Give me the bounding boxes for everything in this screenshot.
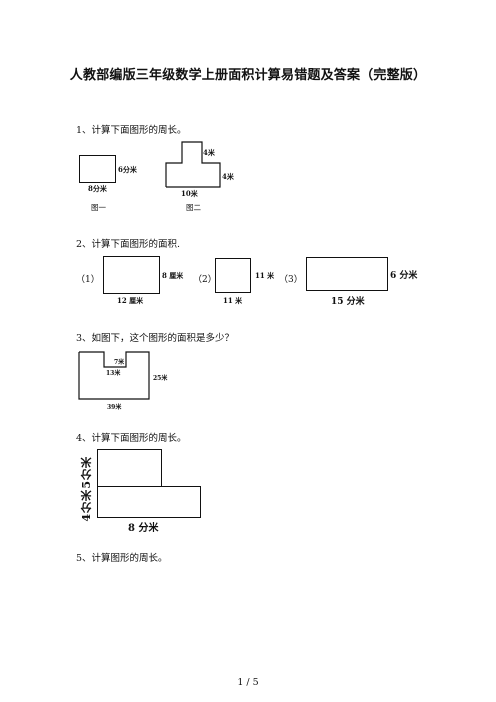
q4-upper-rectangle — [97, 449, 162, 487]
q3-notch-height: 7米 — [114, 359, 125, 366]
page-number: 1 / 5 — [237, 677, 259, 688]
q4-lower-side: 4分米 — [80, 489, 93, 522]
q2-figure-2-index: （2） — [193, 275, 217, 285]
q3-height: 25米 — [153, 375, 168, 382]
q3-width: 39米 — [107, 404, 122, 411]
question-2-text: 2、计算下面图形的面积. — [76, 239, 181, 250]
q1-figure-2-caption: 图二 — [186, 203, 201, 212]
q1-figure-1-rectangle — [79, 155, 116, 183]
q1-figure-2-top: 4米 — [203, 148, 215, 157]
q2-figure-2-side: 11 米 — [255, 271, 275, 280]
q1-figure-1-caption: 图一 — [91, 203, 106, 212]
q4-bottom-side: 8 分米 — [128, 523, 159, 534]
q2-figure-1-index: （1） — [76, 275, 100, 285]
page-title: 人教部编版三年级数学上册面积计算易错题及答案（完整版） — [69, 68, 427, 83]
q2-figure-3-rectangle — [306, 257, 388, 291]
q2-figure-2-square — [215, 258, 251, 293]
question-4-text: 4、计算下面图形的周长。 — [76, 433, 187, 444]
question-1-text: 1、计算下面图形的周长。 — [76, 125, 187, 136]
q2-figure-1-rectangle — [103, 256, 160, 294]
q3-notch-width: 13米 — [106, 370, 121, 377]
q1-figure-2-bottom: 10米 — [181, 189, 198, 198]
q2-figure-3-side: 6 分米 — [390, 271, 418, 281]
q1-figure-2-right: 4米 — [222, 172, 234, 181]
q1-figure-2-shape — [165, 141, 221, 188]
q2-figure-1-side: 8 厘米 — [162, 271, 184, 280]
q2-figure-1-bottom: 12 厘米 — [117, 296, 144, 305]
question-5-text: 5、计算图形的周长。 — [76, 553, 168, 564]
q1-figure-1-height: 6分米 — [118, 165, 137, 174]
q4-upper-side: 5分米 — [80, 456, 93, 489]
q2-figure-3-bottom: 15 分米 — [331, 297, 365, 307]
q2-figure-3-index: （3） — [279, 275, 303, 285]
q4-lower-rectangle — [97, 486, 201, 518]
q3-figure-shape — [78, 351, 150, 400]
question-3-text: 3、如图下，这个图形的面积是多少？ — [76, 333, 235, 344]
q1-figure-1-width: 8分米 — [88, 184, 107, 193]
q2-figure-2-bottom: 11 米 — [223, 296, 243, 305]
